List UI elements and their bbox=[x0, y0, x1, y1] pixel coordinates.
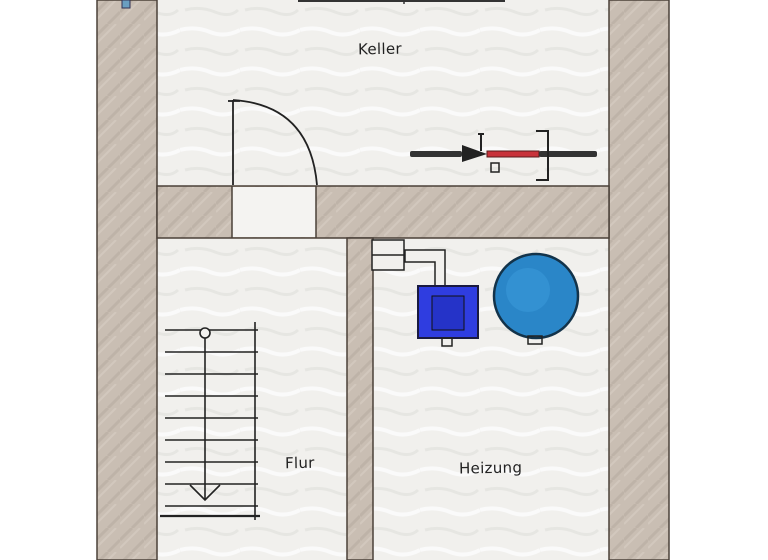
chimney-flue-icon bbox=[371, 239, 446, 289]
door-swing-icon bbox=[228, 99, 318, 186]
middle-wall bbox=[156, 185, 610, 239]
staircase-icon bbox=[160, 322, 260, 520]
door-opening bbox=[232, 187, 316, 237]
flur-floor bbox=[157, 238, 347, 560]
room-label-flur: Flur bbox=[284, 453, 315, 473]
water-tank-icon bbox=[492, 252, 580, 345]
pipe-icon bbox=[121, 0, 131, 9]
room-label-keller: Keller bbox=[357, 39, 403, 59]
right-wall bbox=[608, 0, 670, 560]
bicycle-icon bbox=[410, 130, 597, 181]
partition-wall bbox=[346, 237, 374, 560]
left-wall bbox=[96, 0, 158, 560]
keller-floor bbox=[157, 0, 609, 186]
boiler-icon bbox=[417, 285, 479, 347]
room-label-heizung: Heizung bbox=[458, 458, 523, 478]
